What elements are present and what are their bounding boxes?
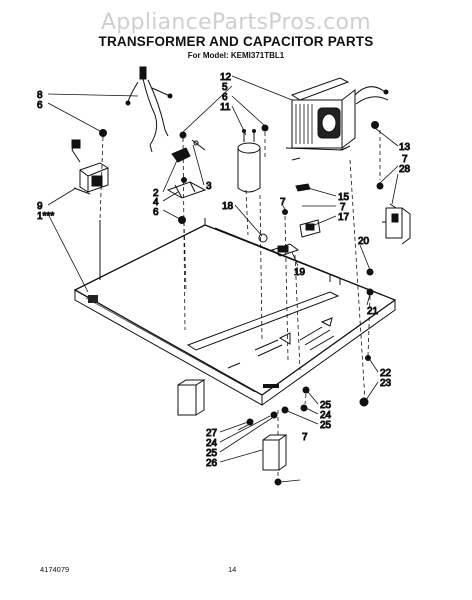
callout-9: 9 [37,201,43,212]
diode [191,139,206,151]
page-title: TRANSFORMER AND CAPACITOR PARTS [98,34,374,49]
callout-13: 13 [399,142,411,153]
switch-assembly [382,203,411,245]
transformer [285,77,389,161]
callout-1: 1*** [37,211,54,222]
callout-8: 8 [37,90,43,101]
callout-25: 25 [206,448,218,459]
callout-25: 25 [320,400,332,411]
callout-19: 19 [294,267,306,278]
callout-24: 24 [206,438,218,449]
callout-18: 18 [222,201,234,212]
fuse-holder [295,183,311,192]
capacitor [237,129,261,193]
callout-26: 26 [206,458,218,469]
callout-23: 23 [380,378,392,389]
page-number-footer: 14 [228,565,237,574]
callout-6: 6 [37,100,43,111]
callout-20: 20 [358,236,370,247]
callout-6: 6 [153,207,159,218]
callout-17: 17 [338,212,350,223]
callout-11: 11 [220,102,231,113]
callout-15: 15 [338,192,350,203]
callout-3: 3 [206,181,212,192]
callout-7: 7 [302,432,308,443]
part-number-footer: 4174079 [40,565,70,574]
callout-labels: 8 6 12 5 6 11 13 7 28 2 3 4 6 9 1*** 18 … [37,72,412,470]
callout-24: 24 [320,410,332,421]
wire-harness [125,66,173,153]
fasteners [99,121,384,486]
base-plate [73,218,397,406]
callout-25: 25 [320,420,332,431]
callout-12: 12 [220,72,232,83]
callout-22: 22 [380,368,392,379]
callout-7: 7 [280,197,286,208]
callout-7: 7 [340,202,346,213]
filter-component [71,139,109,195]
leader-lines [47,75,399,483]
callout-5: 5 [222,82,228,93]
callout-7: 7 [402,154,408,165]
callout-4: 4 [153,197,159,208]
terminal-block [270,219,321,257]
callout-2: 2 [153,188,159,199]
mounting-feet [177,379,288,471]
capacitor-bracket [166,147,207,199]
callout-28: 28 [399,164,411,175]
callout-27: 27 [206,428,218,439]
alignment-lines [99,130,381,480]
watermark: AppliancePartsPros.com [100,10,372,35]
callout-6: 6 [222,92,228,103]
callout-21: 21 [367,306,379,317]
model-subtitle: For Model: KEMI371TBL1 [187,51,285,60]
